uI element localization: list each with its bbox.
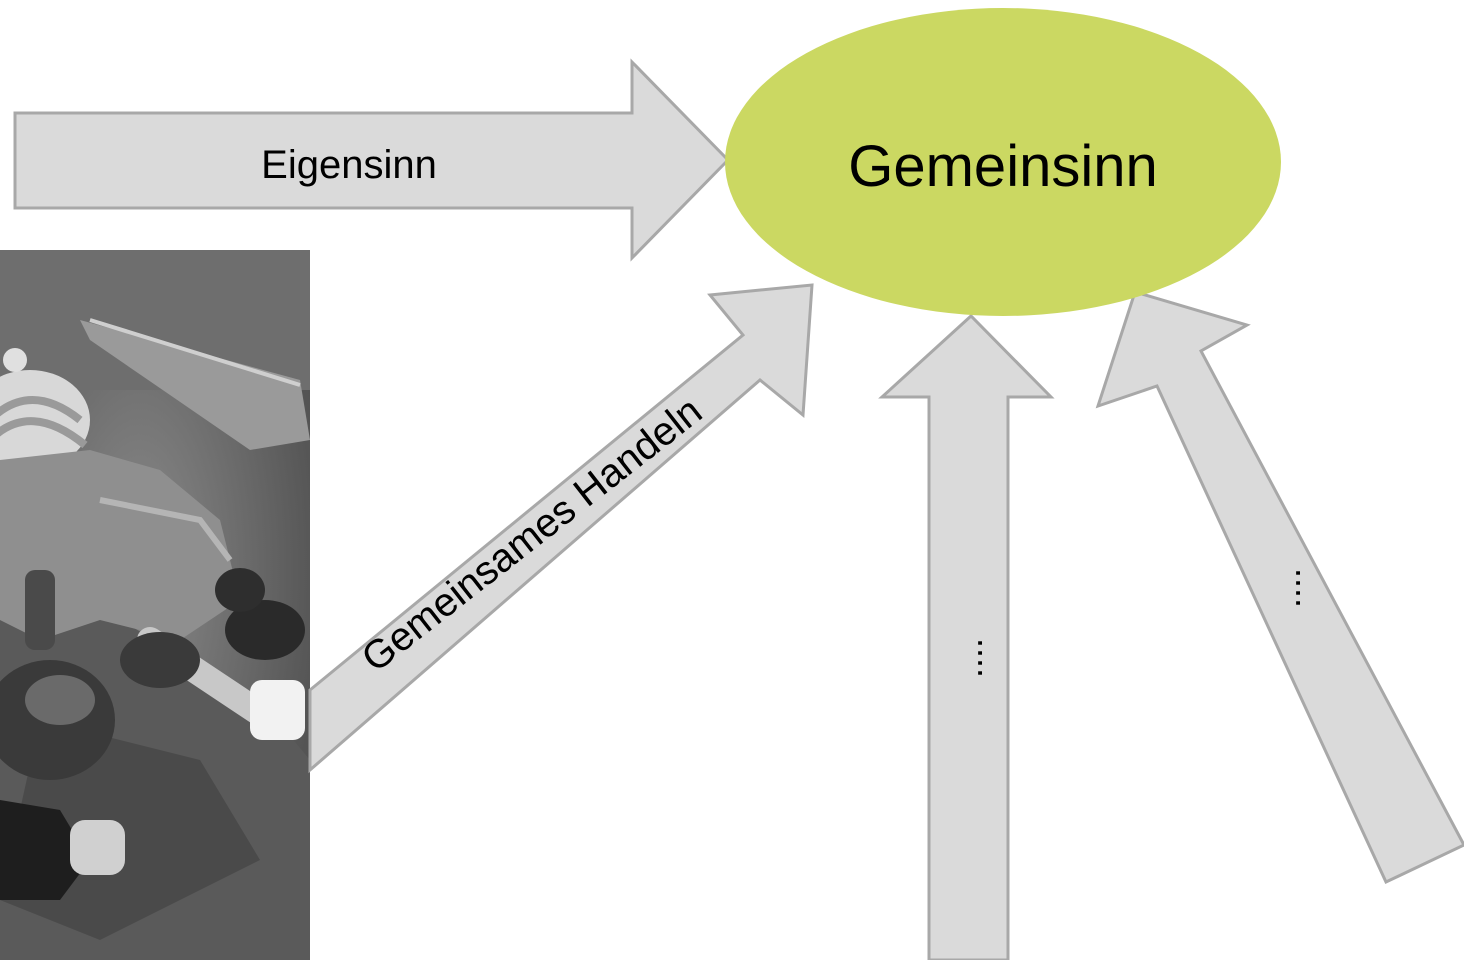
gemeinsames-handeln-label: Gemeinsames Handeln [354, 389, 710, 681]
gemeinsinn-label: Gemeinsinn [848, 134, 1157, 199]
vertical-arrow-label: .... [949, 638, 990, 678]
diagonal-right-arrow-label: .... [1267, 568, 1308, 608]
child-photo [0, 250, 310, 960]
eigensinn-label: Eigensinn [261, 143, 437, 187]
